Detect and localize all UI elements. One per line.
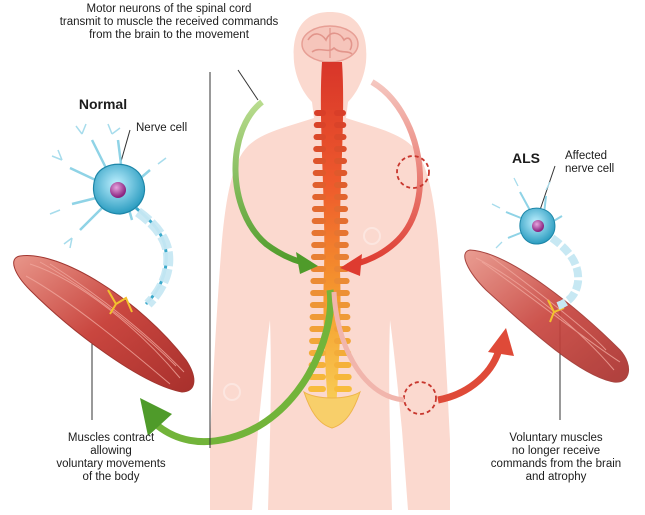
vertebra-process-left [314, 110, 326, 116]
vertebra-process-right [334, 242, 349, 248]
normal-title: Normal [68, 96, 138, 112]
vertebra-process-left [313, 134, 326, 140]
vertebra-process-right [334, 230, 349, 236]
vertebra-process-right [334, 362, 351, 368]
vertebra-process-left [314, 122, 326, 128]
vertebra-process-right [334, 254, 349, 260]
vertebra-process-left [310, 314, 326, 320]
vertebra-process-left [311, 230, 326, 236]
normal-caption-line4: of the body [36, 471, 186, 484]
normal-muscle-caption: Muscles contract allowing voluntary move… [36, 432, 186, 484]
normal-caption-line3: voluntary movements [36, 458, 186, 471]
als-caption-line1: Voluntary muscles [476, 432, 636, 445]
vertebra-process-left [312, 194, 326, 200]
vertebra-process-right [334, 122, 346, 128]
als-nerve-cell-label: Affected nerve cell [565, 150, 645, 176]
top-caption: Motor neurons of the spinal cord transmi… [24, 3, 314, 42]
vertebra-process-right [334, 194, 348, 200]
vertebra-process-right [334, 110, 346, 116]
arrow-head-als-muscle [488, 328, 514, 356]
normal-nerve-cell-label: Nerve cell [136, 122, 216, 135]
vertebra-process-left [312, 218, 326, 224]
normal-caption-line2: allowing [36, 445, 186, 458]
vertebra-process-left [313, 146, 326, 152]
als-nerve-label-line1: Affected [565, 150, 645, 163]
vertebra-process-right [334, 158, 347, 164]
vertebra-process-left [310, 302, 326, 308]
als-title: ALS [506, 150, 546, 166]
vertebra-process-left [310, 278, 326, 284]
als-muscle [465, 250, 629, 382]
top-caption-line3: from the brain to the movement [24, 29, 314, 42]
vertebra-process-left [310, 290, 326, 296]
vertebra-process-right [334, 170, 347, 176]
caption-pointer-top [238, 70, 258, 100]
vertebra-process-left [313, 158, 326, 164]
vertebra-process-right [334, 374, 352, 380]
vertebra-process-right [334, 146, 347, 152]
vertebra-process-left [313, 170, 326, 176]
als-muscle-caption: Voluntary muscles no longer receive comm… [476, 432, 636, 484]
vertebra-process-left [308, 386, 326, 392]
als-caption-line3: commands from the brain [476, 458, 636, 471]
vertebra-process-right [334, 278, 350, 284]
vertebra-process-left [312, 206, 326, 212]
vertebra-process-right [334, 182, 348, 188]
als-caption-line4: and atrophy [476, 471, 636, 484]
top-caption-line1: Motor neurons of the spinal cord [24, 3, 314, 16]
vertebra-process-right [334, 218, 348, 224]
normal-caption-line1: Muscles contract [36, 432, 186, 445]
top-caption-line2: transmit to muscle the received commands [24, 16, 314, 29]
als-nerve-label-line2: nerve cell [565, 163, 645, 176]
vertebra-process-left [312, 182, 326, 188]
vertebra-process-right [334, 134, 347, 140]
vertebra-process-right [334, 206, 348, 212]
vertebra-process-left [311, 254, 326, 260]
als-caption-line2: no longer receive [476, 445, 636, 458]
vertebra-process-right [334, 386, 352, 392]
vertebra-process-left [311, 242, 326, 248]
